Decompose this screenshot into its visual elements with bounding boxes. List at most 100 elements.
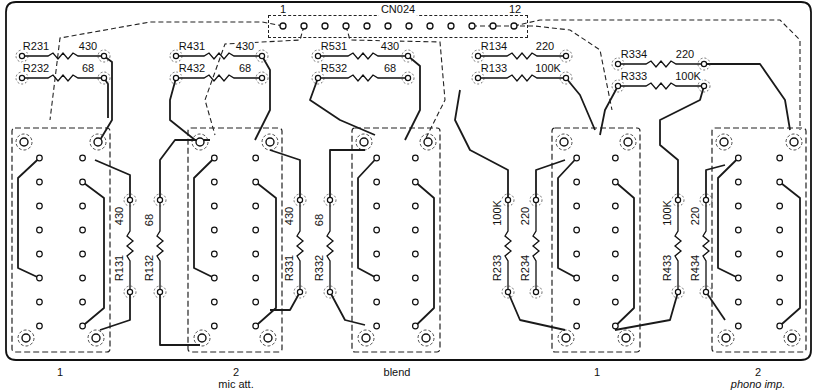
solder-pad (574, 299, 580, 305)
lead-pad (173, 53, 178, 58)
solder-pad (80, 323, 86, 329)
pcb-trace (270, 150, 300, 200)
solder-pad (413, 299, 419, 305)
lead-ring (294, 286, 306, 298)
lead-pad (701, 83, 706, 88)
solder-pad (80, 155, 86, 161)
lead-pad (157, 197, 162, 202)
mounting-hole (94, 138, 102, 146)
lead-ring (256, 50, 268, 62)
solder-pad (374, 323, 380, 329)
jumper-wire (50, 22, 283, 120)
solder-pad (613, 227, 619, 233)
pcb-trace (704, 64, 790, 130)
switch-label: blend (383, 366, 412, 378)
mounting-hole (22, 334, 30, 342)
connector-outline: CN024 (268, 15, 528, 38)
pcb-trace (405, 56, 420, 140)
reference-designator: R532 (320, 62, 348, 74)
lead-pad (327, 289, 332, 294)
solder-pad (413, 227, 419, 233)
pin-number: 1 (279, 3, 287, 15)
solder-pad (212, 275, 218, 281)
lead-pad (297, 289, 302, 294)
solder-pad (374, 203, 380, 209)
resistor-symbol (703, 200, 709, 292)
solder-pad (212, 299, 218, 305)
solder-pad (574, 179, 580, 185)
connector-pin (469, 23, 475, 29)
group-label: mic att. (217, 378, 254, 390)
reference-designator: R132 (143, 254, 155, 282)
solder-pad (253, 155, 259, 161)
solder-pad (736, 155, 742, 161)
mounting-hole (362, 334, 370, 342)
switch-footprint (712, 128, 806, 352)
solder-pad (37, 203, 43, 209)
solder-pad (37, 227, 43, 233)
solder-pad (413, 203, 419, 209)
mounting-hole (562, 334, 570, 342)
resistor-symbol (297, 200, 303, 292)
reference-designator: R234 (519, 254, 531, 282)
solder-pad (374, 251, 380, 257)
lead-pad (101, 53, 106, 58)
pcb-trace (18, 158, 39, 278)
solder-pad (212, 251, 218, 257)
solder-pad (613, 299, 619, 305)
solder-pad (777, 323, 783, 329)
solder-pad (253, 251, 259, 257)
solder-pad (413, 323, 419, 329)
pcb-trace (95, 160, 130, 200)
connector-pin (322, 23, 328, 29)
solder-pad (574, 203, 580, 209)
mounting-ring (784, 330, 800, 346)
mounting-hole (198, 334, 206, 342)
solder-pad (736, 275, 742, 281)
lead-pad (533, 289, 538, 294)
mounting-ring (18, 330, 34, 346)
lead-pad (615, 61, 620, 66)
resistance-value: 220 (675, 48, 695, 60)
solder-pad (777, 227, 783, 233)
mounting-hole (722, 334, 730, 342)
lead-ring (154, 286, 166, 298)
lead-pad (563, 75, 568, 80)
reference-designator: R431 (178, 40, 206, 52)
mounting-hole (264, 334, 272, 342)
solder-pad (212, 227, 218, 233)
lead-ring (700, 286, 712, 298)
reference-designator: R334 (620, 48, 648, 60)
resistor-symbol (478, 75, 566, 81)
lead-pad (157, 289, 162, 294)
mounting-hole (788, 334, 796, 342)
resistance-value: 68 (238, 62, 252, 74)
pcb-trace (566, 78, 595, 130)
reference-designator: R434 (689, 254, 701, 282)
mounting-ring (716, 134, 732, 150)
lead-pad (315, 75, 320, 80)
lead-pad (405, 75, 410, 80)
solder-pad (777, 179, 783, 185)
switch-label: 2 (754, 366, 762, 378)
lead-pad (475, 53, 480, 58)
mounting-ring (420, 134, 436, 150)
mounting-ring (358, 330, 374, 346)
solder-pad (212, 203, 218, 209)
lead-ring (256, 72, 268, 84)
resistance-value: 430 (235, 40, 255, 52)
solder-pad (574, 323, 580, 329)
solder-pad (777, 203, 783, 209)
solder-pad (736, 323, 742, 329)
switch-footprint (12, 128, 110, 352)
connector-pin (280, 23, 286, 29)
pcb-trace (536, 160, 565, 200)
mounting-hole (20, 138, 28, 146)
pcb-trace (170, 78, 195, 140)
solder-pad (37, 179, 43, 185)
lead-ring (700, 194, 712, 206)
resistance-value: 100K (534, 62, 562, 74)
lead-pad (505, 289, 510, 294)
lead-ring (402, 50, 414, 62)
